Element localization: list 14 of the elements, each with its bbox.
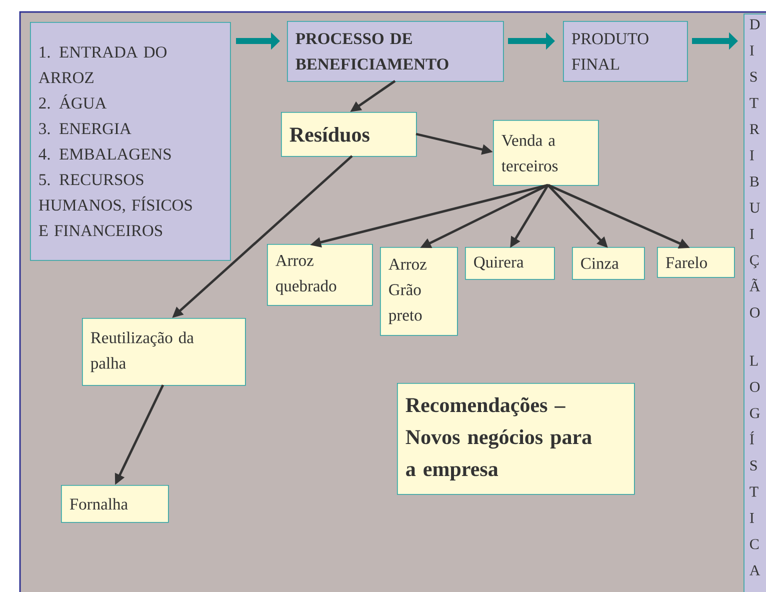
process-box: Quirera xyxy=(465,247,555,280)
process-box: Reutilização da palha xyxy=(82,318,246,386)
process-box: PRODUTO FINAL xyxy=(563,21,688,82)
process-box: Venda a terceiros xyxy=(493,120,599,186)
process-box: Arroz Grão preto xyxy=(380,247,458,336)
process-box: PROCESSO DE BENEFICIAMENTO xyxy=(287,21,504,82)
input-list-box: 1. ENTRADA DO ARROZ 2. ÁGUA 3. ENERGIA 4. EMBALAGENS 5. RECURSOS HUMANOS, FÍSICOS E FINANCEIROS xyxy=(30,22,231,261)
vertical-text-box: D I S T R I B U I Ç Ã O L O G Í S T I C A xyxy=(744,14,766,592)
note-box: Recomendações – Novos negócios para a empresa xyxy=(397,383,635,495)
process-box: Farelo xyxy=(657,247,735,278)
process-box: Arroz quebrado xyxy=(267,244,373,306)
process-box: Resíduos xyxy=(281,112,417,157)
process-box: Cinza xyxy=(572,247,645,280)
process-box: Fornalha xyxy=(61,485,169,523)
